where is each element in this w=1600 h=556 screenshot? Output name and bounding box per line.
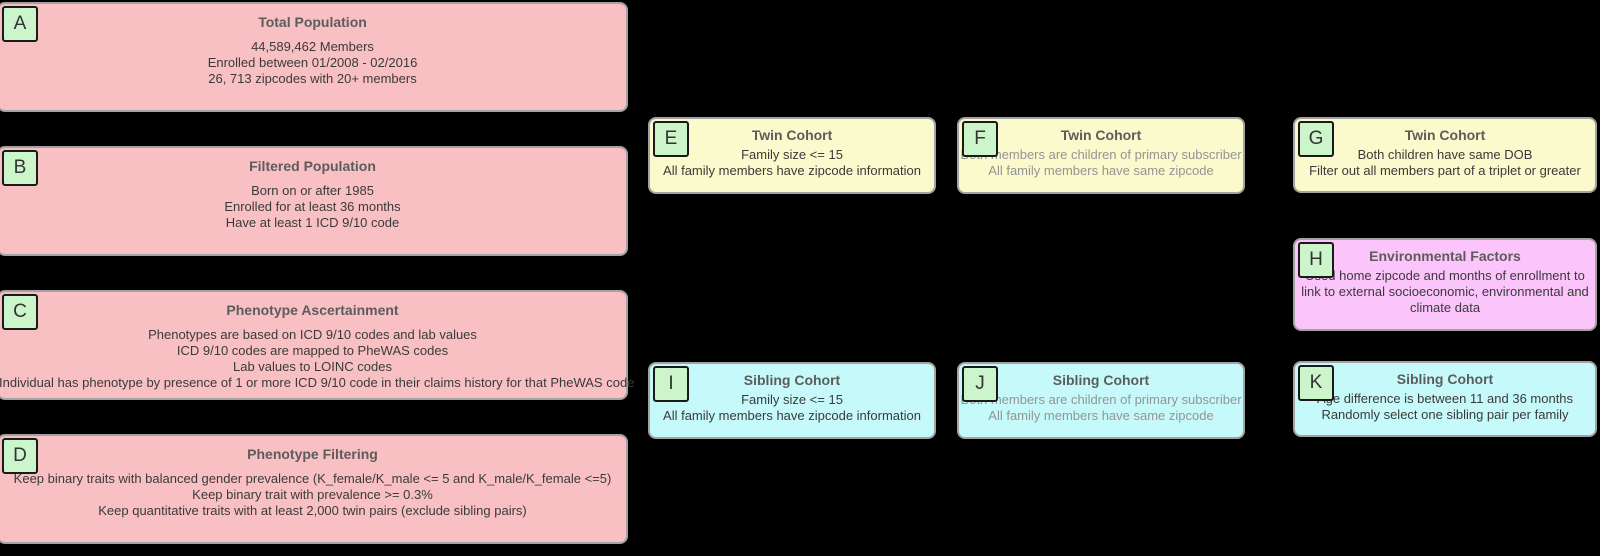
node-total-population: A Total Population 44,589,462 Members En… [0, 2, 628, 112]
node-e-title: Twin Cohort [751, 127, 833, 143]
node-d-body: Keep binary traits with balanced gender … [0, 471, 626, 519]
node-f-badge: F [962, 121, 998, 157]
node-g-line: Filter out all members part of a triplet… [1309, 163, 1581, 178]
node-b-badge: B [2, 150, 38, 186]
node-f-line: All family members have same zipcode [988, 163, 1214, 178]
node-e-line: Family size <= 15 [741, 147, 843, 162]
node-twin-cohort-3: G Twin Cohort Both children have same DO… [1293, 117, 1597, 193]
node-e-badge: E [653, 121, 689, 157]
node-d-badge: D [2, 438, 38, 474]
node-g-badge: G [1298, 121, 1334, 157]
node-j-body: Both members are children of primary sub… [959, 392, 1243, 424]
node-c-line: Phenotypes are based on ICD 9/10 codes a… [148, 327, 477, 342]
node-twin-cohort-2: F Twin Cohort Both members are children … [957, 117, 1245, 194]
node-g-body: Both children have same DOB Filter out a… [1295, 147, 1595, 179]
node-h-line: climate data [1409, 300, 1481, 315]
node-g-line: Both children have same DOB [1357, 147, 1533, 162]
node-b-body: Born on or after 1985 Enrolled for at le… [0, 183, 626, 231]
node-d-line: Keep binary trait with prevalence >= 0.3… [192, 487, 433, 502]
node-e-body: Family size <= 15 All family members hav… [650, 147, 934, 179]
node-c-body: Phenotypes are based on ICD 9/10 codes a… [0, 327, 635, 391]
node-k-title: Sibling Cohort [1396, 371, 1494, 387]
node-b-line: Have at least 1 ICD 9/10 code [225, 215, 400, 230]
node-f-line: Both members are children of primary sub… [960, 147, 1242, 162]
node-c-line: Lab values to LOINC codes [233, 359, 392, 374]
node-d-title: Phenotype Filtering [247, 446, 378, 462]
node-i-title: Sibling Cohort [743, 372, 841, 388]
node-twin-cohort-1: E Twin Cohort Family size <= 15 All fami… [648, 117, 936, 194]
node-d-line: Keep binary traits with balanced gender … [13, 471, 612, 486]
node-j-badge: J [962, 366, 998, 402]
node-h-title: Environmental Factors [1369, 248, 1521, 264]
node-g-title: Twin Cohort [1404, 127, 1486, 143]
node-j-title: Sibling Cohort [1052, 372, 1150, 388]
node-k-line: Randomly select one sibling pair per fam… [1321, 407, 1569, 422]
node-h-body: Used home zipcode and months of enrollme… [1295, 268, 1595, 316]
node-phenotype-filtering: D Phenotype Filtering Keep binary traits… [0, 434, 628, 544]
node-h-line: link to external socioeconomic, environm… [1301, 284, 1589, 299]
node-i-body: Family size <= 15 All family members hav… [650, 392, 934, 424]
node-k-body: Age difference is between 11 and 36 mont… [1295, 391, 1595, 423]
node-c-title: Phenotype Ascertainment [226, 302, 399, 318]
node-i-badge: I [653, 366, 689, 402]
node-filtered-population: B Filtered Population Born on or after 1… [0, 146, 628, 256]
node-a-title: Total Population [258, 14, 367, 30]
node-f-body: Both members are children of primary sub… [959, 147, 1243, 179]
node-j-line: All family members have same zipcode [988, 408, 1214, 423]
node-b-title: Filtered Population [249, 158, 376, 174]
node-i-line: All family members have zipcode informat… [663, 408, 921, 423]
node-a-line: 44,589,462 Members [251, 39, 374, 54]
node-b-line: Enrolled for at least 36 months [224, 199, 401, 214]
node-f-title: Twin Cohort [1060, 127, 1142, 143]
node-sibling-cohort-3: K Sibling Cohort Age difference is betwe… [1293, 361, 1597, 437]
node-sibling-cohort-1: I Sibling Cohort Family size <= 15 All f… [648, 362, 936, 439]
node-c-badge: C [2, 294, 38, 330]
node-c-line: Individual has phenotype by presence of … [0, 375, 635, 390]
node-j-line: Both members are children of primary sub… [960, 392, 1242, 407]
node-k-line: Age difference is between 11 and 36 mont… [1316, 391, 1574, 406]
node-a-line: Enrolled between 01/2008 - 02/2016 [207, 55, 418, 70]
node-a-line: 26, 713 zipcodes with 20+ members [208, 71, 417, 86]
node-d-line: Keep quantitative traits with at least 2… [98, 503, 527, 518]
node-h-line: Used home zipcode and months of enrollme… [1305, 268, 1585, 283]
node-sibling-cohort-2: J Sibling Cohort Both members are childr… [957, 362, 1245, 439]
node-b-line: Born on or after 1985 [251, 183, 374, 198]
node-i-line: Family size <= 15 [741, 392, 843, 407]
node-e-line: All family members have zipcode informat… [663, 163, 921, 178]
node-a-body: 44,589,462 Members Enrolled between 01/2… [0, 39, 626, 87]
node-h-badge: H [1298, 242, 1334, 278]
node-phenotype-ascertainment: C Phenotype Ascertainment Phenotypes are… [0, 290, 635, 400]
node-a-badge: A [2, 6, 38, 42]
node-k-badge: K [1298, 365, 1334, 401]
node-environmental-factors: H Environmental Factors Used home zipcod… [1293, 238, 1597, 331]
node-c-line: ICD 9/10 codes are mapped to PheWAS code… [176, 343, 449, 358]
